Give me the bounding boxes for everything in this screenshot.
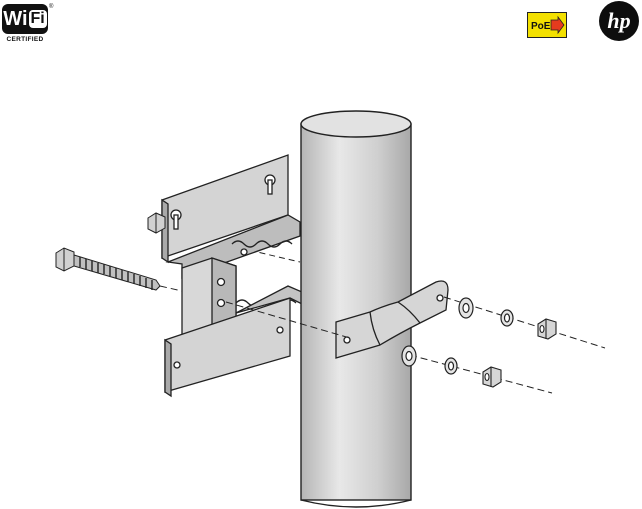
lag-bolt (56, 248, 160, 290)
lock-washer-lower (445, 358, 457, 374)
hex-nut-upper (538, 319, 556, 339)
washer-flat-upper (459, 298, 473, 318)
lock-washer-upper (501, 310, 513, 326)
hex-nut-lower (483, 367, 501, 387)
mounting-bracket (162, 155, 302, 396)
washer-flat-lower (402, 346, 416, 366)
